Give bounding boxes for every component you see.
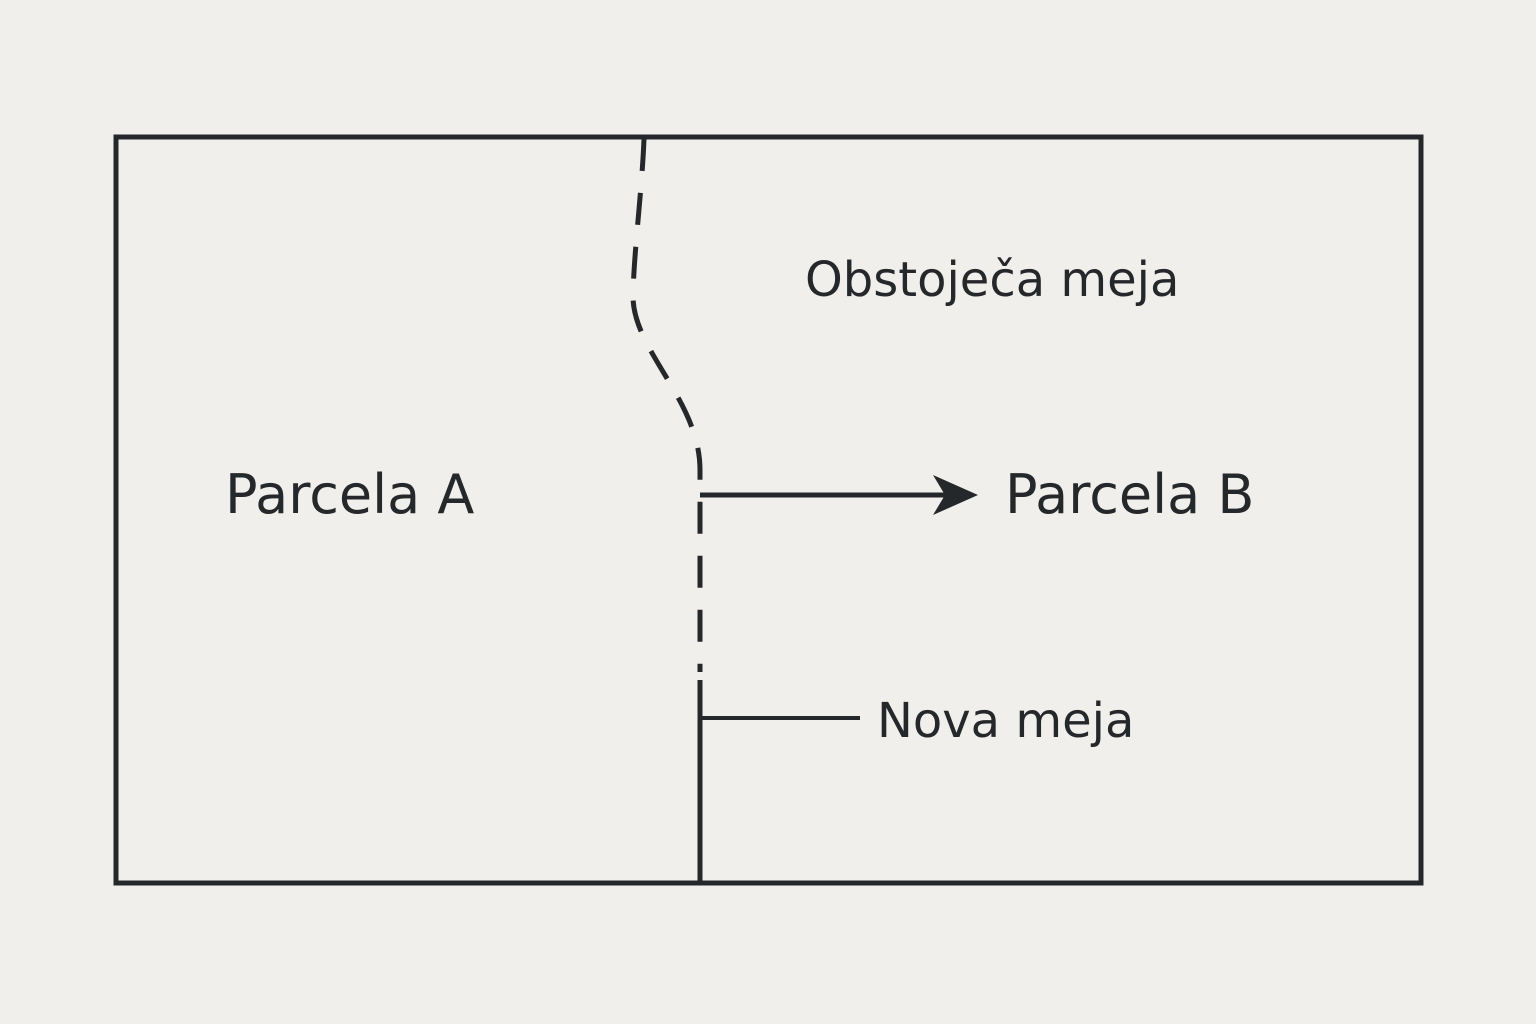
parcel-b-label: Parcela B (1005, 463, 1254, 526)
existing-boundary-line (630, 138, 703, 672)
land-outline (113, 134, 1424, 886)
parcel-a-label: Parcela A (225, 463, 474, 526)
new-boundary-label: Nova meja (877, 693, 1134, 749)
transfer-arrow-head (933, 475, 978, 515)
existing-boundary-label: Obstoječa meja (805, 252, 1179, 308)
